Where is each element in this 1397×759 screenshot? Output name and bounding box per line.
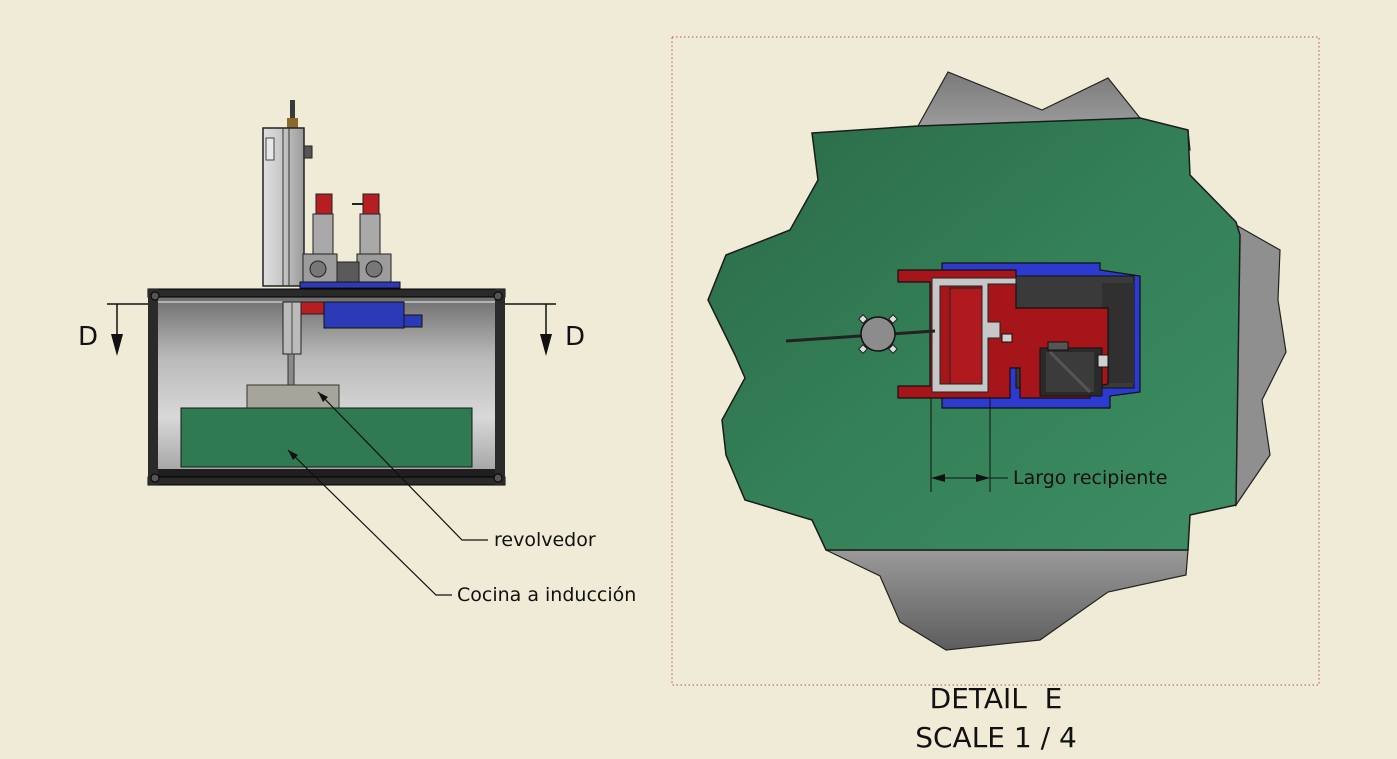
detail-dimension: [930, 398, 1008, 492]
detail-scale: SCALE 1 / 4: [915, 721, 1077, 754]
dimension-label: Largo recipiente: [1013, 467, 1167, 489]
dispenser-motor-left: [302, 193, 338, 285]
front-view: D D revolvedor Cocina a inducción: [78, 100, 636, 606]
section-marker-left: [107, 303, 148, 356]
section-marker-right: [505, 303, 556, 356]
detail-stirrer: [785, 314, 936, 354]
detail-title: DETAIL E: [930, 682, 1063, 715]
detail-gray-right: [1235, 223, 1287, 507]
section-label-right: D: [565, 322, 585, 352]
detail-gray-bottom: [825, 549, 1189, 651]
callout-leaders: [287, 391, 488, 596]
linear-actuator: [262, 100, 313, 287]
callout-cooktop: Cocina a inducción: [457, 584, 636, 606]
section-label-left: D: [78, 322, 98, 352]
callout-stirrer: revolvedor: [494, 529, 596, 551]
detail-container: [931, 277, 1017, 393]
detail-motor: [1001, 333, 1109, 397]
detail-e-view: Largo recipiente DETAIL E SCALE 1 / 4: [671, 36, 1320, 754]
dispenser-motor-right: [352, 193, 392, 285]
